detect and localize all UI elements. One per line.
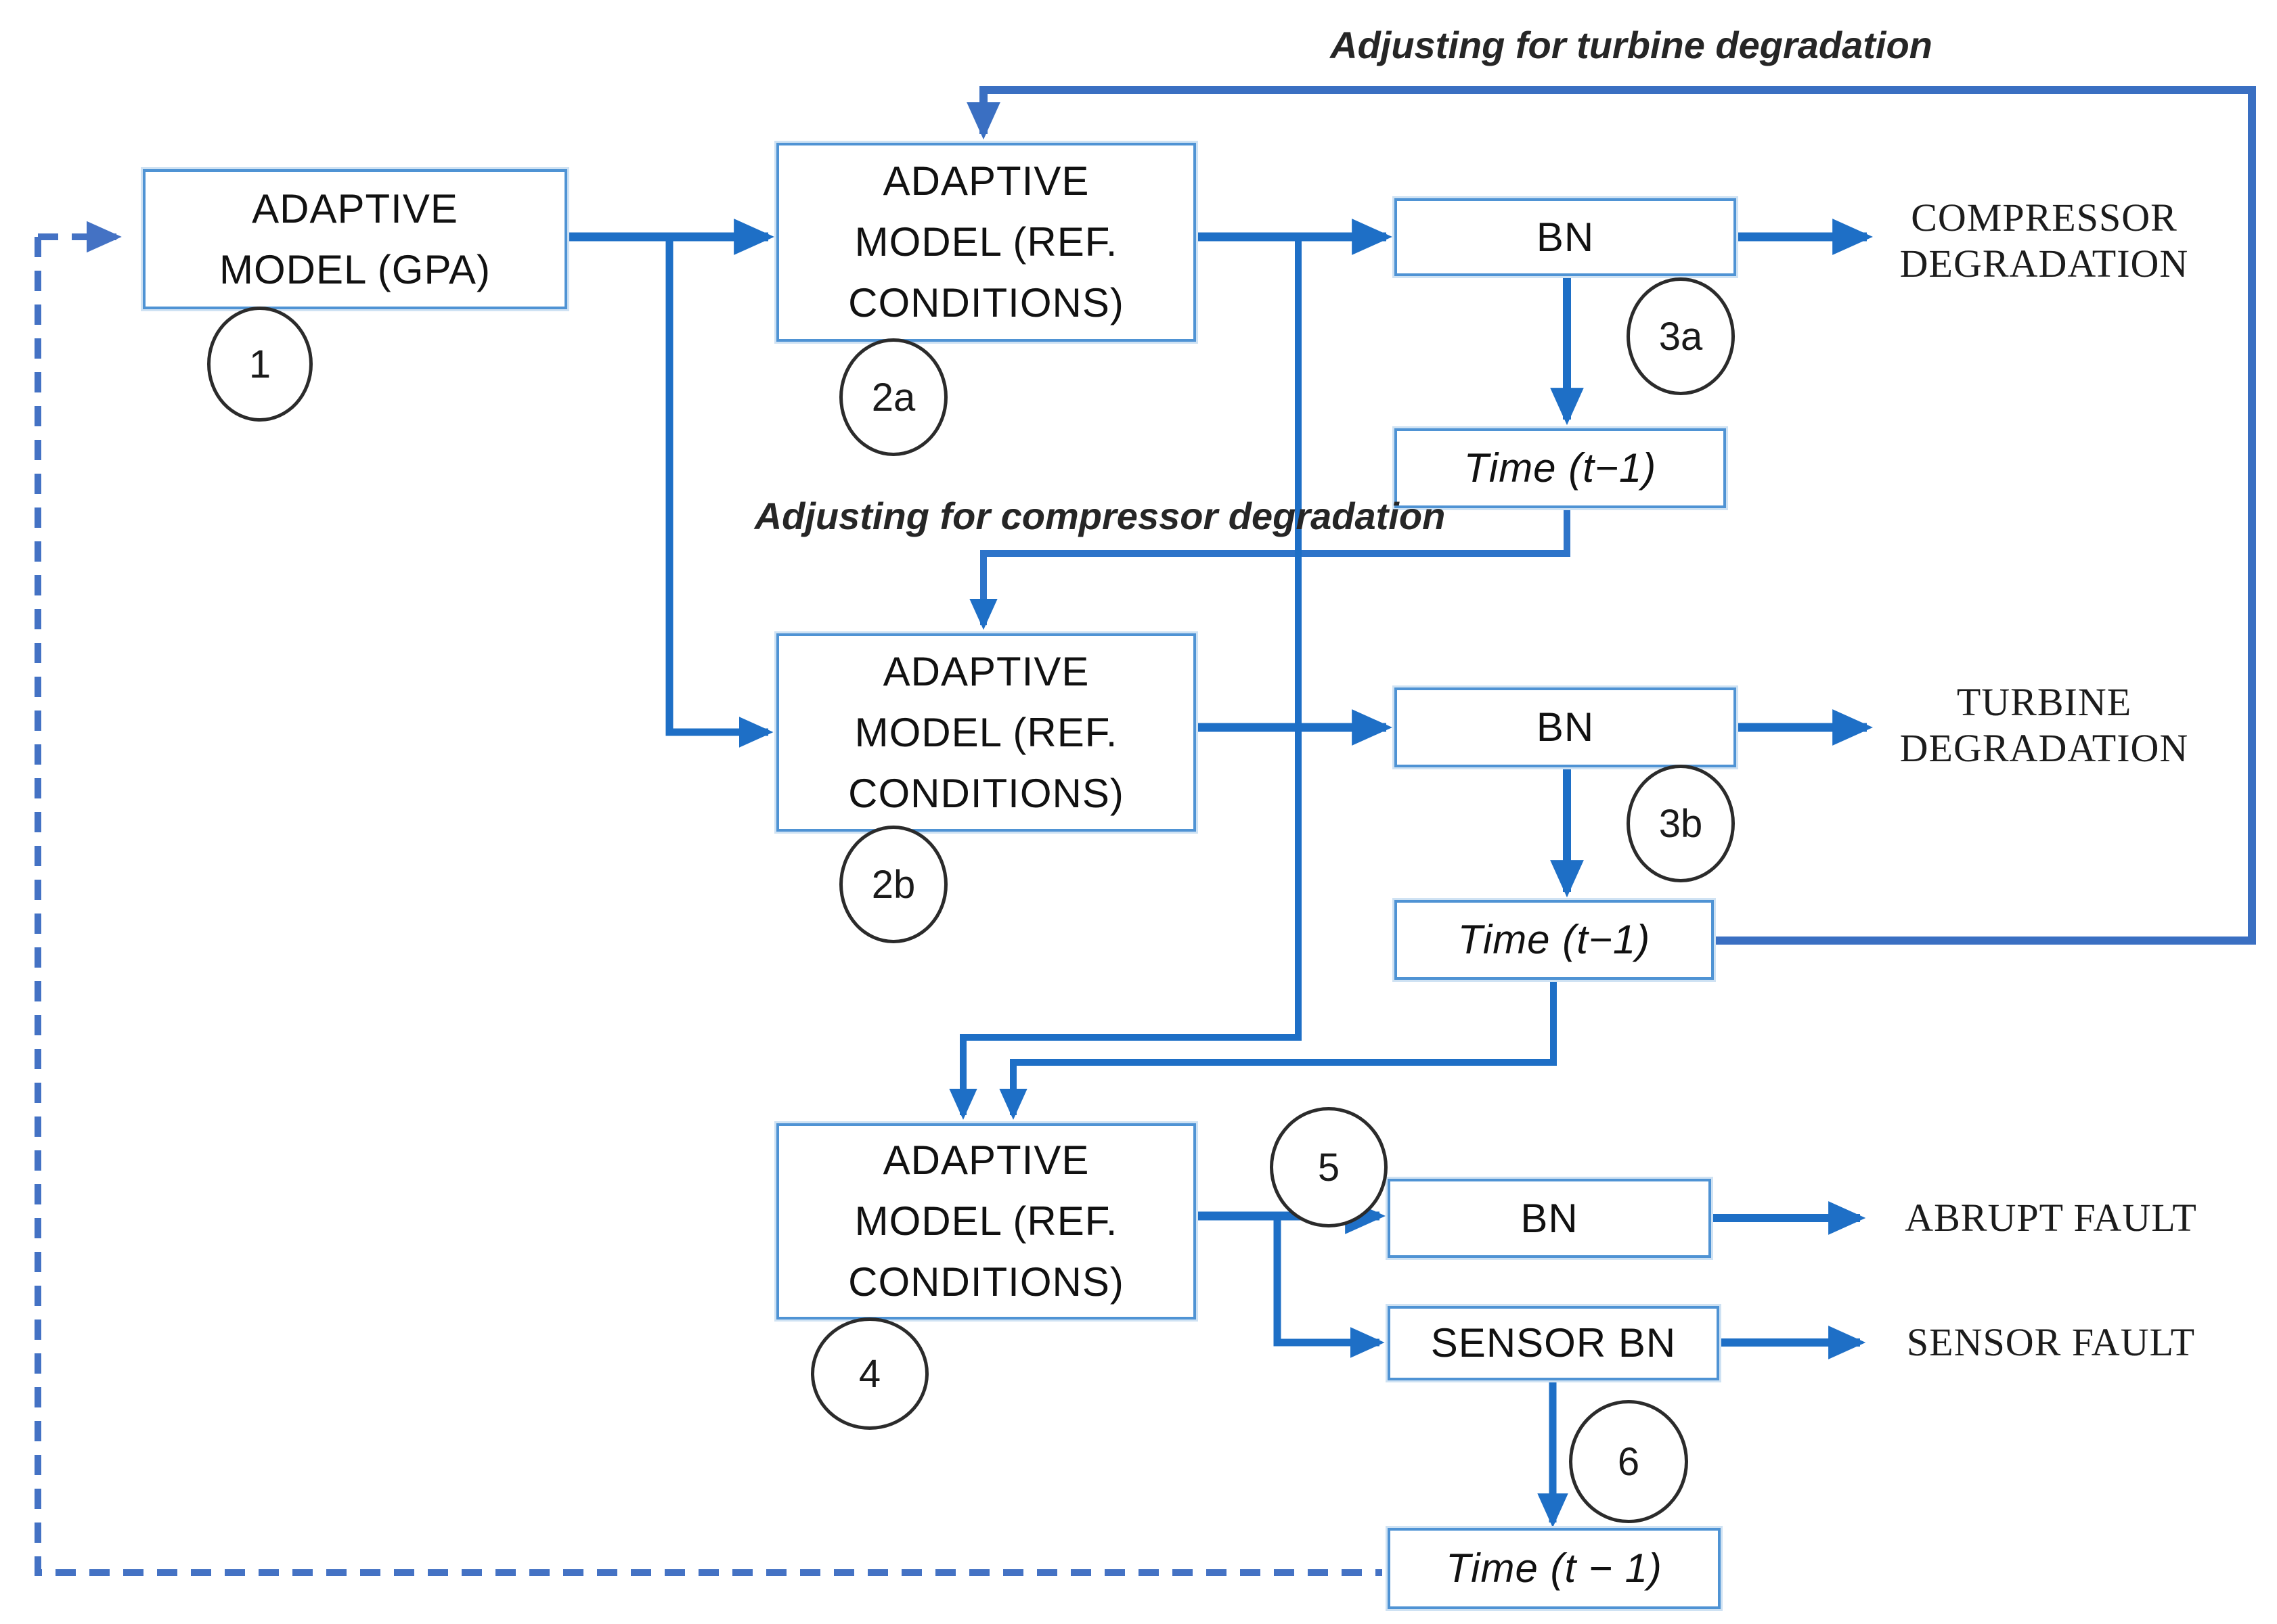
step-number: 2b — [871, 862, 916, 907]
box-label-line: BN — [1520, 1195, 1578, 1241]
annotation-compressor-loop: Adjusting for compressor degradation — [754, 495, 1446, 537]
box-adaptive-model-ref-4: ADAPTIVE MODEL (REF. CONDITIONS) — [776, 1123, 1196, 1320]
box-label-line: CONDITIONS) — [848, 1259, 1124, 1305]
box-label-line: MODEL (GPA) — [219, 246, 491, 292]
box-time-b: Time (t−1) — [1394, 900, 1714, 980]
box-adaptive-model-ref-2b: ADAPTIVE MODEL (REF. CONDITIONS) — [776, 633, 1196, 832]
step-circle-4: 4 — [811, 1317, 929, 1430]
output-label-line: TURBINE — [1956, 680, 2132, 724]
step-circle-3a: 3a — [1627, 277, 1735, 395]
output-label-line: DEGRADATION — [1899, 242, 2189, 286]
edge-time-b-to-ref4 — [999, 980, 1557, 1120]
edge-ref4-branch-to-sensorbn — [1273, 1216, 1385, 1358]
step-number: 4 — [858, 1351, 881, 1396]
box-sensor-bn: SENSOR BN — [1388, 1306, 1719, 1380]
box-label-line: Time (t−1) — [1457, 917, 1651, 962]
box-label-line: MODEL (REF. — [854, 709, 1118, 755]
step-number: 3b — [1658, 801, 1703, 846]
box-adaptive-model-ref-2a: ADAPTIVE MODEL (REF. CONDITIONS) — [776, 143, 1196, 342]
box-time-c: Time (t − 1) — [1388, 1528, 1721, 1609]
step-number: 2a — [871, 375, 916, 420]
box-label-line: CONDITIONS) — [848, 770, 1124, 816]
step-circle-6: 6 — [1569, 1400, 1688, 1523]
box-bn-5: BN — [1388, 1179, 1711, 1258]
box-time-a: Time (t−1) — [1394, 428, 1726, 508]
box-label-line: SENSOR BN — [1430, 1320, 1677, 1366]
edge-ref2a-branch-to-ref4 — [949, 237, 1302, 1120]
edge-time-a-feedback-to-ref2b — [969, 508, 1570, 630]
output-label-line: COMPRESSOR — [1911, 196, 2177, 240]
step-circle-2a: 2a — [839, 338, 948, 456]
edge-gpa-branch-to-ref2b — [665, 237, 774, 748]
box-label-line: ADAPTIVE — [883, 648, 1090, 694]
step-number: 1 — [248, 342, 271, 386]
box-label-line: ADAPTIVE — [252, 185, 458, 231]
step-number: 6 — [1617, 1439, 1640, 1484]
step-circle-5: 5 — [1270, 1107, 1388, 1227]
box-label-line: Time (t−1) — [1463, 445, 1657, 491]
output-compressor-degradation: COMPRESSOR DEGRADATION — [1882, 195, 2207, 287]
box-label-line: MODEL (REF. — [854, 1198, 1118, 1244]
output-sensor-fault: SENSOR FAULT — [1875, 1320, 2227, 1366]
step-circle-1: 1 — [207, 307, 313, 422]
output-turbine-degradation: TURBINE DEGRADATION — [1882, 679, 2207, 771]
step-number: 3a — [1658, 314, 1703, 359]
box-label-line: BN — [1536, 704, 1595, 750]
box-label-line: BN — [1536, 214, 1595, 260]
output-label-line: DEGRADATION — [1899, 726, 2189, 770]
annotation-turbine-loop: Adjusting for turbine degradation — [1330, 24, 1932, 66]
step-circle-2b: 2b — [839, 826, 948, 943]
edge-time-b-feedback-to-ref2a — [967, 86, 2256, 945]
box-label-line: Time (t − 1) — [1446, 1546, 1662, 1591]
step-number: 5 — [1317, 1145, 1340, 1190]
box-label-line: CONDITIONS) — [848, 280, 1124, 325]
output-abrupt-fault: ABRUPT FAULT — [1875, 1195, 2227, 1241]
box-adaptive-model-gpa: ADAPTIVE MODEL (GPA) — [143, 169, 567, 309]
box-label-line: ADAPTIVE — [883, 1137, 1090, 1183]
edge-dashed-loop — [35, 237, 1382, 1576]
box-bn-3a: BN — [1394, 198, 1736, 276]
box-label-line: MODEL (REF. — [854, 219, 1118, 265]
output-label-line: SENSOR FAULT — [1906, 1320, 2196, 1364]
box-label-line: ADAPTIVE — [883, 158, 1090, 204]
step-circle-3b: 3b — [1627, 765, 1735, 882]
output-label-line: ABRUPT FAULT — [1905, 1196, 2197, 1240]
box-bn-3b: BN — [1394, 687, 1736, 767]
